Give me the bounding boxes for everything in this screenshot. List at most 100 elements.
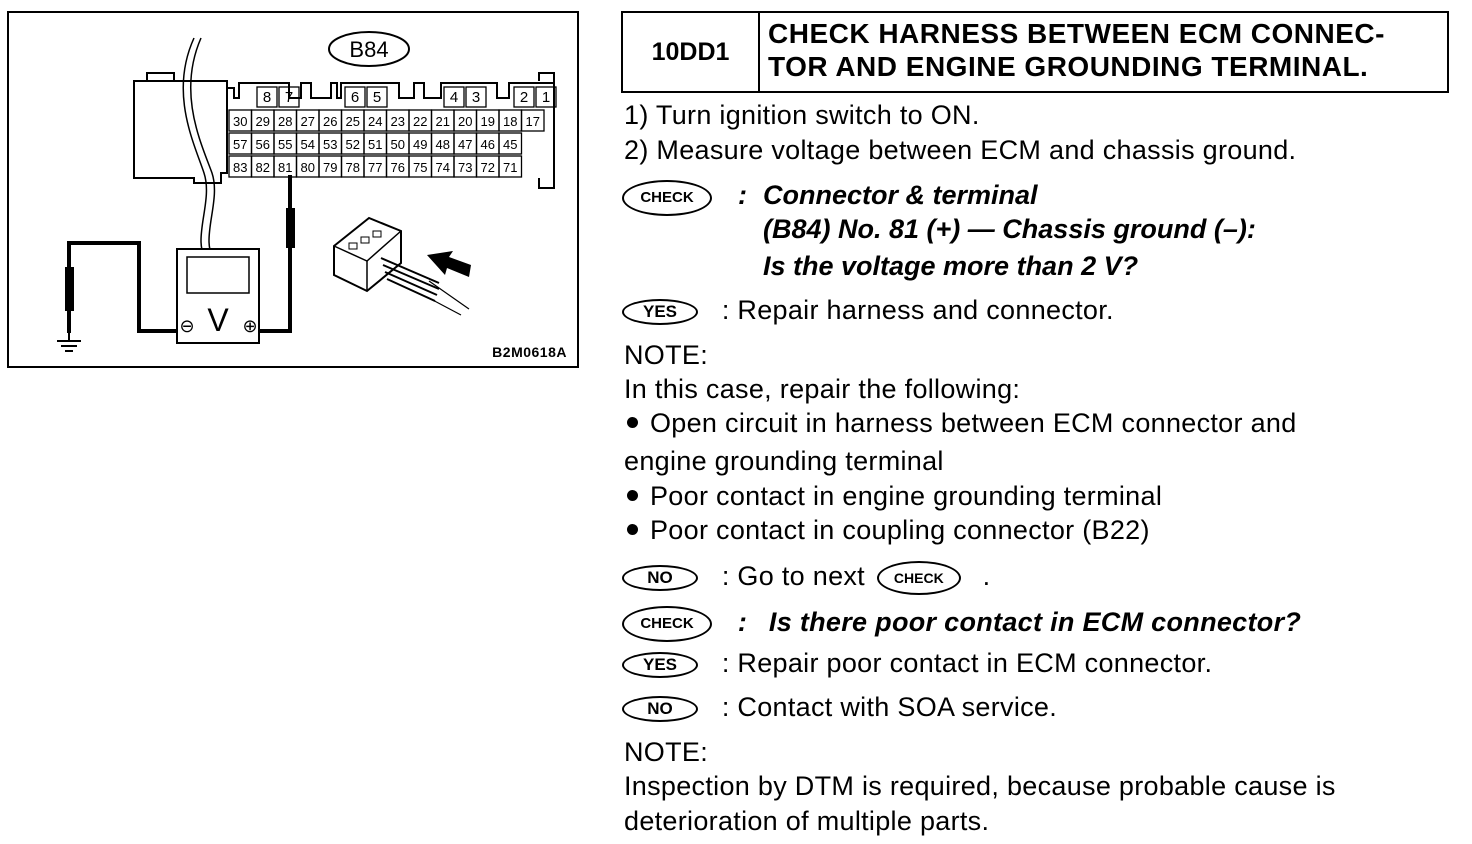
pin-29: 29 (256, 114, 270, 129)
no-2-row: NO : Contact with SOA service. (622, 692, 1057, 722)
check-badge-icon: CHECK (622, 180, 712, 216)
note-2-line-1: Inspection by DTM is required, because p… (624, 771, 1336, 801)
bullet-icon (627, 417, 638, 429)
positive-lead (259, 175, 292, 333)
step-title-line-2: TOR AND ENGINE GROUNDING TERMINAL. (768, 51, 1369, 82)
pin-7: 7 (285, 89, 293, 106)
harness-curve-1 (182, 37, 210, 264)
no-2-text: : Contact with SOA service. (721, 692, 1058, 722)
pin-51: 51 (368, 137, 382, 152)
svg-text:⊕: ⊕ (242, 316, 257, 337)
pin-45-cell (498, 132, 523, 155)
yes-badge-icon: YES (622, 651, 698, 678)
pin-2: 2 (520, 89, 528, 106)
pin-21: 21 (436, 114, 450, 129)
no-badge-icon: NO (622, 565, 698, 591)
pin-48: 48 (436, 137, 450, 152)
pin-23: 23 (391, 114, 405, 129)
note-1-bullet-1: Open circuit in harness between ECM conn… (624, 408, 1297, 438)
step-1: 1) Turn ignition switch to ON. (624, 100, 980, 130)
pin-71: 71 (503, 160, 517, 175)
step-id: 10DD1 (623, 13, 760, 91)
pin-28: 28 (278, 114, 292, 129)
note-2-label: NOTE: (624, 737, 709, 767)
pin-71-cell (498, 155, 523, 178)
pin-80: 80 (301, 160, 315, 175)
note-1-bullet-3-text: Poor contact in coupling connector (B22) (650, 515, 1150, 545)
step-title: CHECK HARNESS BETWEEN ECM CONNEC- TOR AN… (760, 13, 1447, 91)
pin-2-cell (513, 86, 535, 108)
pin-5: 5 (373, 89, 381, 106)
pin-4: 4 (450, 89, 458, 106)
pin-81: 81 (278, 160, 292, 175)
ground-symbol-icon (57, 333, 81, 352)
pin-3: 3 (472, 89, 480, 106)
pin-19: 19 (481, 114, 495, 129)
pin-6-cell (344, 86, 366, 108)
check-1-line-2: (B84) No. 81 (+) — Chassis ground (–): (763, 214, 1256, 244)
voltmeter: V ⊖ ⊕ (176, 248, 260, 344)
pin-27: 27 (301, 114, 315, 129)
pin-25: 25 (346, 114, 360, 129)
check-badge-icon: CHECK (622, 606, 712, 642)
note-1-intro: In this case, repair the following: (624, 374, 1021, 404)
pin-6: 6 (351, 89, 359, 106)
yes-1-row: YES : Repair harness and connector. (622, 295, 1114, 325)
negative-lead (67, 241, 177, 333)
yes-1-text: : Repair harness and connector. (721, 295, 1114, 325)
pin-49: 49 (413, 137, 427, 152)
bullet-icon (627, 490, 638, 502)
pin-1: 1 (542, 89, 550, 106)
pin-1-cell (535, 86, 557, 108)
connector-plug-icon (333, 216, 470, 316)
step-header: 10DD1 CHECK HARNESS BETWEEN ECM CONNEC- … (621, 11, 1449, 93)
note-2-line-2: deterioration of multiple parts. (624, 806, 990, 836)
pin-53: 53 (323, 137, 337, 152)
pin-8-cell (256, 86, 278, 108)
pin-30: 30 (233, 114, 247, 129)
yes-badge-icon: YES (622, 298, 698, 325)
pin-82: 82 (256, 160, 270, 175)
svg-text:B84: B84 (349, 37, 388, 62)
connector-body (133, 72, 555, 189)
pin-45: 45 (503, 137, 517, 152)
pin-47: 47 (458, 137, 472, 152)
check-2-text: Is there poor contact in ECM connector? (768, 607, 1302, 638)
svg-text:V: V (207, 302, 229, 338)
pin-46: 46 (481, 137, 495, 152)
no-1-suffix: . (982, 561, 991, 592)
note-1-bullet-2-text: Poor contact in engine grounding termina… (650, 481, 1163, 511)
arrow-icon (427, 251, 471, 277)
pin-78: 78 (346, 160, 360, 175)
yes-2-row: YES : Repair poor contact in ECM connect… (622, 648, 1212, 678)
pin-7-cell (278, 86, 300, 108)
negative-probe (65, 267, 74, 311)
check-1-line-3: Is the voltage more than 2 V? (763, 251, 1139, 281)
check-1-colon: : (738, 180, 747, 210)
check-2-row: CHECK : Is there poor contact in ECM con… (622, 606, 1301, 642)
no-1-text: : Go to next (721, 561, 865, 592)
pin-54: 54 (301, 137, 315, 152)
step-title-line-1: CHECK HARNESS BETWEEN ECM CONNEC- (768, 18, 1385, 49)
connector-id-badge: B84 (328, 31, 410, 67)
positive-probe (286, 208, 295, 248)
pin-56: 56 (256, 137, 270, 152)
note-1-bullet-2: Poor contact in engine grounding termina… (624, 481, 1162, 511)
pin-3-cell (465, 86, 487, 108)
pin-52: 52 (346, 137, 360, 152)
pin-73: 73 (458, 160, 472, 175)
note-1-bullet-3: Poor contact in coupling connector (B22) (624, 515, 1150, 545)
pin-22: 22 (413, 114, 427, 129)
harness-curve-2 (189, 37, 218, 264)
note-1-bullet-1-cont: engine grounding terminal (624, 446, 944, 476)
note-1-label: NOTE: (624, 340, 709, 370)
pin-75: 75 (413, 160, 427, 175)
bullet-icon (627, 524, 638, 536)
pin-77: 77 (368, 160, 382, 175)
svg-text:⊖: ⊖ (179, 316, 194, 337)
check-2-colon: : (737, 607, 748, 638)
check-1-line-1: Connector & terminal (763, 180, 1038, 210)
